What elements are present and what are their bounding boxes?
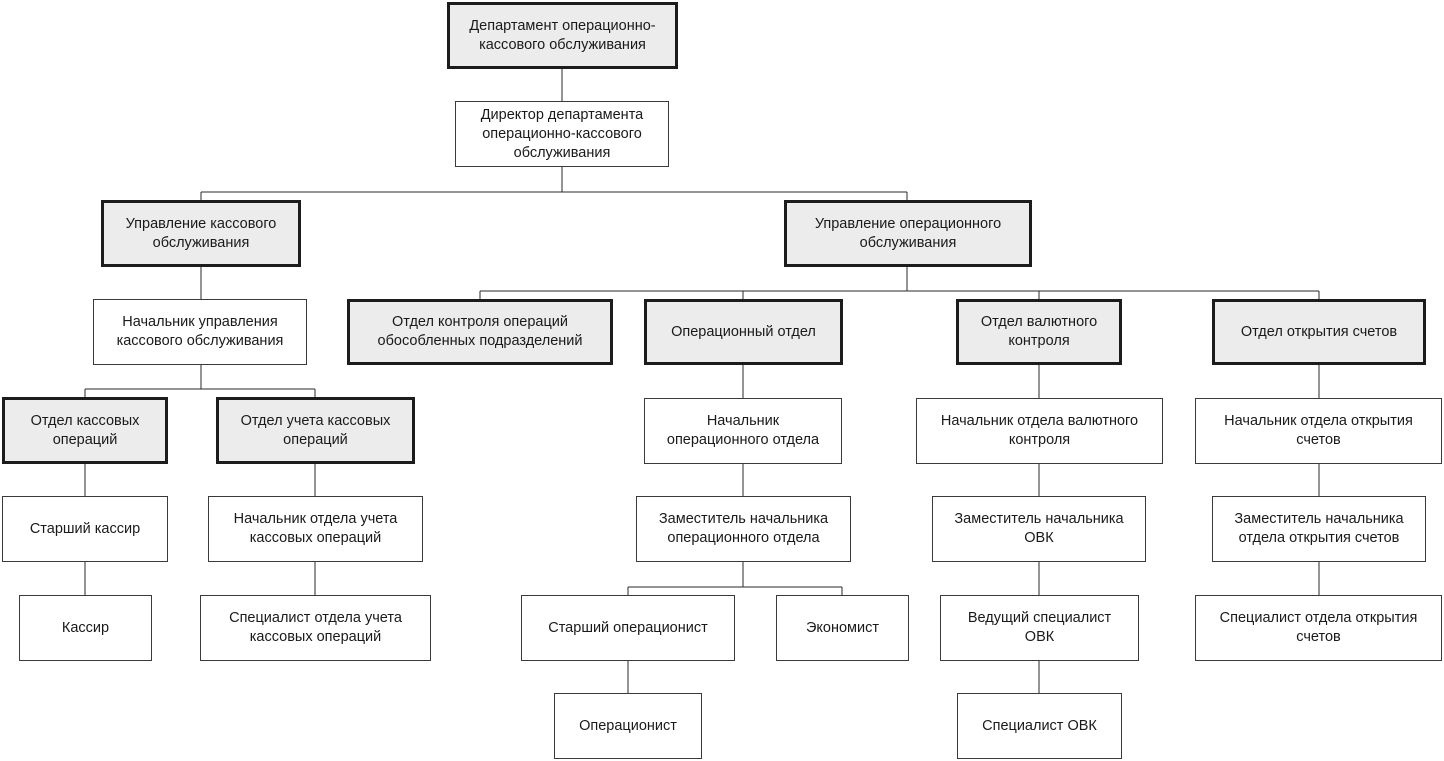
cashier-box: Кассир (19, 595, 152, 661)
operational-dept-box: Операционный отдел (644, 299, 843, 365)
economist-box: Экономист (776, 595, 909, 661)
cash-operations-dept-box: Отдел кассовых операций (2, 397, 168, 464)
operations-management-box: Управление операционного обслуживания (784, 200, 1032, 267)
department-box: Департамент операционно- кассового обслу… (447, 2, 678, 69)
currency-lead-specialist-box: Ведущий специалист ОВК (940, 595, 1139, 661)
account-opening-deputy-box: Заместитель начальника отдела открытия с… (1212, 496, 1426, 562)
currency-control-deputy-box: Заместитель начальника ОВК (932, 496, 1146, 562)
cash-management-box: Управление кассового обслуживания (101, 200, 301, 267)
senior-cashier-box: Старший кассир (2, 496, 168, 562)
account-opening-dept-box: Отдел открытия счетов (1212, 299, 1426, 365)
director-box: Директор департамента операционно-кассов… (455, 101, 669, 167)
operational-head-box: Начальник операционного отдела (644, 398, 842, 464)
operational-deputy-box: Заместитель начальника операционного отд… (636, 496, 851, 562)
cash-management-head-box: Начальник управления кассового обслужива… (93, 299, 307, 365)
cash-accounting-head-box: Начальник отдела учета кассовых операций (208, 496, 423, 562)
cash-accounting-specialist-box: Специалист отдела учета кассовых операци… (200, 595, 431, 661)
currency-specialist-box: Специалист ОВК (957, 693, 1122, 759)
account-opening-specialist-box: Специалист отдела открытия счетов (1195, 595, 1442, 661)
senior-operator-box: Старший операционист (521, 595, 735, 661)
currency-control-head-box: Начальник отдела валютного контроля (916, 398, 1163, 464)
account-opening-head-box: Начальник отдела открытия счетов (1195, 398, 1442, 464)
operator-box: Операционист (554, 693, 702, 759)
cash-accounting-dept-box: Отдел учета кассовых операций (216, 397, 415, 464)
currency-control-dept-box: Отдел валютного контроля (956, 299, 1122, 365)
branch-control-dept-box: Отдел контроля операций обособленных под… (347, 299, 613, 365)
